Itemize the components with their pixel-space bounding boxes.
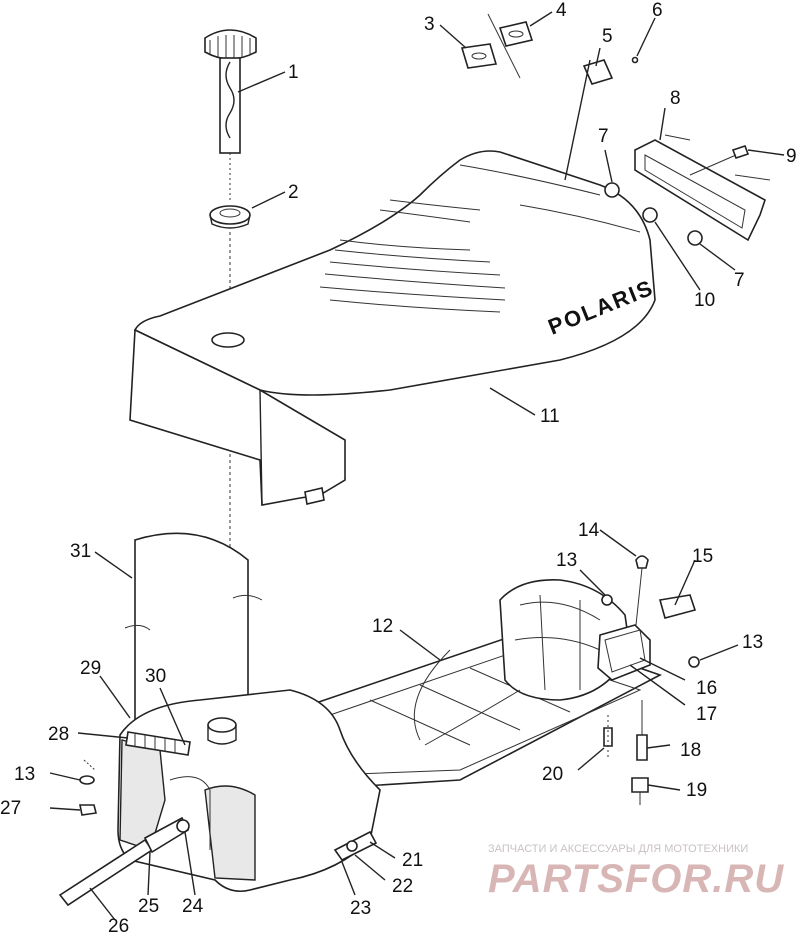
- callout-7b: 7: [734, 270, 745, 291]
- callout-1: 1: [288, 62, 299, 83]
- callout-20: 20: [542, 764, 563, 785]
- callout-18: 18: [680, 740, 701, 761]
- callout-2: 2: [288, 182, 299, 203]
- callout-26: 26: [108, 916, 129, 936]
- callout-3: 3: [424, 14, 435, 35]
- callout-22: 22: [392, 876, 413, 897]
- callout-5: 5: [602, 26, 613, 47]
- switch-bracket: [597, 555, 700, 805]
- seat: POLARIS: [129, 150, 658, 506]
- callout-31: 31: [70, 541, 91, 562]
- watermark-logo: PARTSFOR.RU: [488, 857, 784, 901]
- left-hardware: [79, 759, 97, 816]
- oil-tank: [58, 689, 381, 907]
- callout-15: 15: [692, 546, 713, 567]
- callout-9: 9: [786, 146, 797, 167]
- callout-13c: 13: [14, 764, 35, 785]
- callout-19: 19: [686, 780, 707, 801]
- callout-16: 16: [696, 678, 717, 699]
- callout-12: 12: [372, 616, 393, 637]
- callout-14: 14: [578, 520, 600, 541]
- watermark: ЗАПЧАСТИ И АКСЕССУАРЫ ДЛЯ МОТОТЕХНИКИ PA…: [488, 843, 784, 901]
- callout-29: 29: [80, 658, 101, 679]
- leader-lines: [49, 11, 785, 921]
- callout-21: 21: [402, 850, 423, 871]
- filler-cap-dipstick: [204, 29, 257, 200]
- callout-30: 30: [145, 666, 166, 687]
- callout-7a: 7: [598, 126, 609, 147]
- callout-6: 6: [652, 0, 663, 21]
- callout-17: 17: [696, 704, 717, 725]
- callout-10: 10: [694, 290, 715, 311]
- callout-13a: 13: [556, 550, 577, 571]
- callout-13b: 13: [742, 632, 763, 653]
- callout-24: 24: [182, 896, 204, 917]
- callout-4: 4: [556, 0, 567, 21]
- grommet: [209, 205, 251, 229]
- callout-25: 25: [138, 896, 159, 917]
- rear-bracket: [604, 134, 771, 246]
- small-plates: [460, 13, 639, 85]
- watermark-tagline: ЗАПЧАСТИ И АКСЕССУАРЫ ДЛЯ МОТОТЕХНИКИ: [488, 843, 748, 855]
- callout-11: 11: [540, 406, 560, 427]
- shield-panel: [124, 532, 263, 721]
- callout-27: 27: [0, 798, 21, 819]
- callout-23: 23: [350, 898, 371, 919]
- callout-8: 8: [670, 88, 681, 109]
- callout-28: 28: [48, 724, 69, 745]
